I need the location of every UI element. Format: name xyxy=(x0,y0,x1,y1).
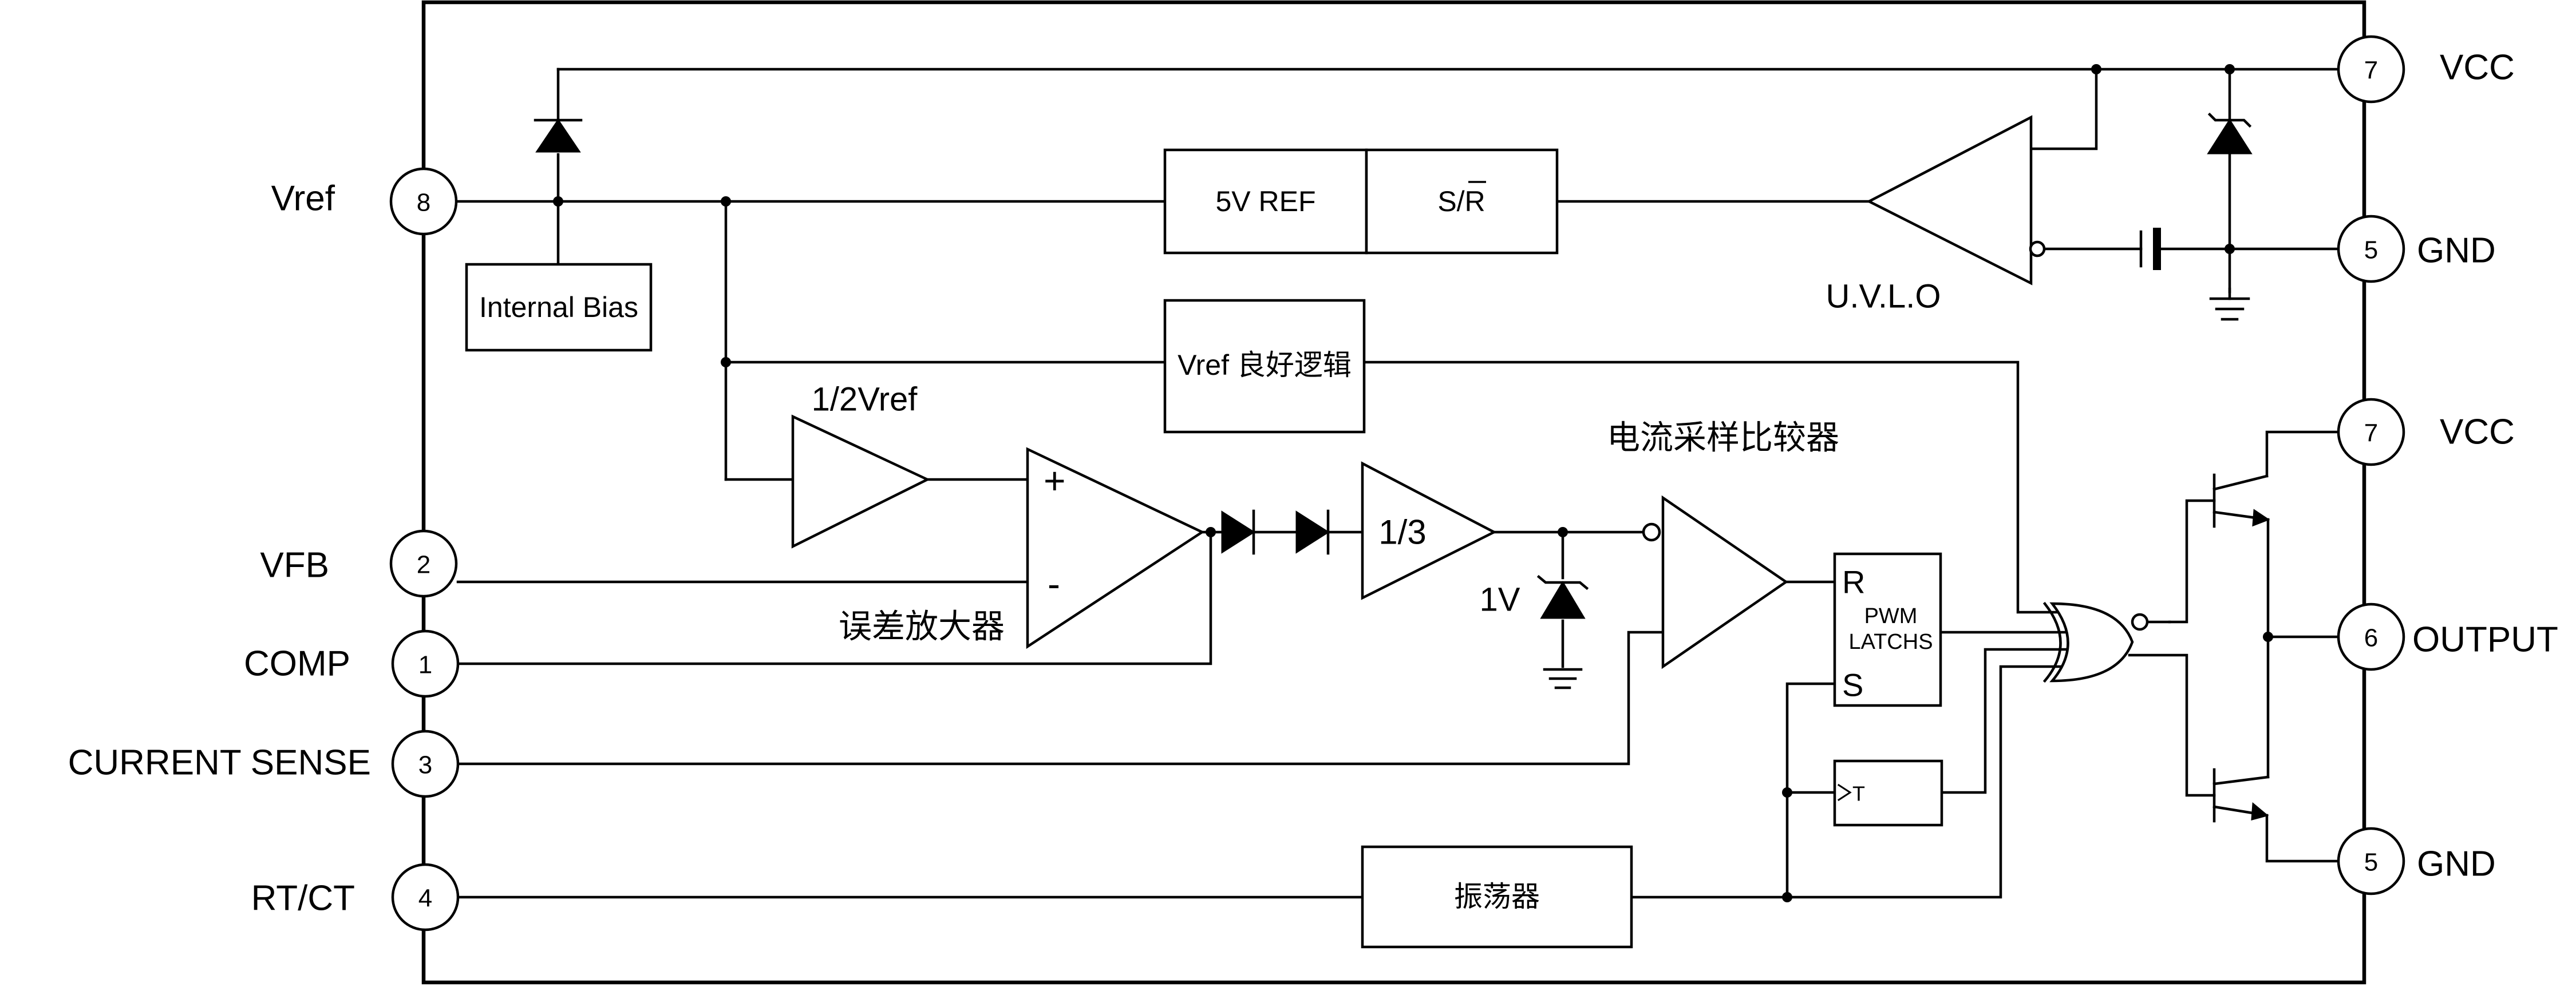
pin-label: GND xyxy=(2417,231,2496,271)
pin-vcc-output[interactable]: 7 VCC xyxy=(2337,398,2515,466)
internal-bias-block: Internal Bias xyxy=(465,263,653,352)
current-comparator xyxy=(1661,495,1788,669)
plus-sign: + xyxy=(1044,459,1066,502)
pin-label: Vref xyxy=(271,179,335,219)
pin-number: 7 xyxy=(2364,419,2378,447)
pin-vref[interactable]: 8 Vref xyxy=(271,167,458,236)
current-comparator-label: 电流采样比较器 xyxy=(1607,419,1839,457)
pin-number: 4 xyxy=(418,885,432,913)
latch-title-line2: LATCHS xyxy=(1848,630,1933,654)
pin-output[interactable]: 6 OUTPUT xyxy=(2337,602,2558,671)
uvlo-buffer xyxy=(1866,115,2033,286)
vref-good-label: Vref 良好逻辑 xyxy=(1178,349,1352,381)
one-volt-label: 1V xyxy=(1480,581,1520,619)
latch-title-line1: PWM xyxy=(1864,604,1918,628)
divider-buffer xyxy=(1361,461,1497,600)
symbols xyxy=(534,64,2273,902)
zener-diode-vcc xyxy=(2207,112,2253,154)
pin-number: 5 xyxy=(2364,236,2378,264)
transistor-icon xyxy=(2212,768,2270,823)
half-vref-buffer xyxy=(791,414,931,549)
minus-sign: - xyxy=(1048,562,1060,605)
pin-label: RT/CT xyxy=(251,879,355,918)
pin-comp[interactable]: 1 COMP xyxy=(244,629,460,698)
pin-number: 2 xyxy=(417,551,430,579)
inversion-bubble xyxy=(2029,240,2046,257)
toggle-flipflop-block: T xyxy=(1833,759,1943,827)
pin-number: 3 xyxy=(418,751,432,779)
vref-good-block: Vref 良好逻辑 xyxy=(1163,299,1366,434)
pin-number: 1 xyxy=(418,651,432,679)
pin-label: GND xyxy=(2417,845,2496,884)
sr-label: S/R xyxy=(1437,185,1485,217)
pin-current-sense[interactable]: 3 CURRENT SENSE xyxy=(68,730,460,798)
pin-vfb[interactable]: 2 VFB xyxy=(260,529,458,598)
half-vref-label: 1/2Vref xyxy=(812,381,918,418)
pin-rt-ct[interactable]: 4 RT/CT xyxy=(251,863,460,931)
uvlo-label: U.V.L.O xyxy=(1826,278,1941,315)
oscillator-label: 振荡器 xyxy=(1454,881,1540,913)
wires xyxy=(456,68,2347,899)
pin-label: VFB xyxy=(260,546,329,585)
oscillator-block: 振荡器 xyxy=(1361,845,1633,949)
pin-label: VCC xyxy=(2440,48,2515,88)
ground-icon xyxy=(1543,668,1583,689)
pin-gnd-top[interactable]: 5 GND xyxy=(2337,215,2496,283)
internal-bias-label: Internal Bias xyxy=(479,291,638,323)
toggle-label: T xyxy=(1852,782,1865,806)
pin-label: OUTPUT xyxy=(2412,620,2558,660)
pin-label: CURRENT SENSE xyxy=(68,743,371,783)
inversion-bubble xyxy=(1642,522,1661,542)
diode-icon xyxy=(1221,509,1255,555)
transistor-icon xyxy=(2212,473,2270,528)
divider-label: 1/3 xyxy=(1378,513,1426,552)
zener-diode-vref xyxy=(534,118,583,153)
pin-number: 8 xyxy=(417,189,430,217)
pin-number: 5 xyxy=(2364,849,2378,877)
inversion-bubble xyxy=(2131,613,2149,631)
ref-5v-block: 5V REF xyxy=(1163,148,1368,255)
ref-5v-label: 5V REF xyxy=(1215,185,1315,217)
pin-vcc-top[interactable]: 7 VCC xyxy=(2337,35,2515,104)
pwm-latch-block: R S PWM LATCHS xyxy=(1833,552,1942,707)
latch-r-label: R xyxy=(1842,564,1865,600)
ground-icon xyxy=(2209,287,2250,321)
error-amp-label: 误差放大器 xyxy=(839,608,1005,645)
pin-number: 6 xyxy=(2364,624,2378,652)
pin-label: VCC xyxy=(2440,413,2515,452)
chip-outline xyxy=(421,0,2366,985)
pin-label: COMP xyxy=(244,644,350,684)
sr-block: S/R xyxy=(1365,148,1559,255)
output-gate xyxy=(2049,602,2134,683)
pin-gnd-output[interactable]: 5 GND xyxy=(2337,827,2496,895)
diode-icon xyxy=(1295,509,1330,555)
latch-s-label: S xyxy=(1842,667,1863,703)
pin-number: 7 xyxy=(2364,57,2378,85)
zener-diode-1v xyxy=(1536,574,1589,619)
error-amplifier xyxy=(1026,447,1205,649)
